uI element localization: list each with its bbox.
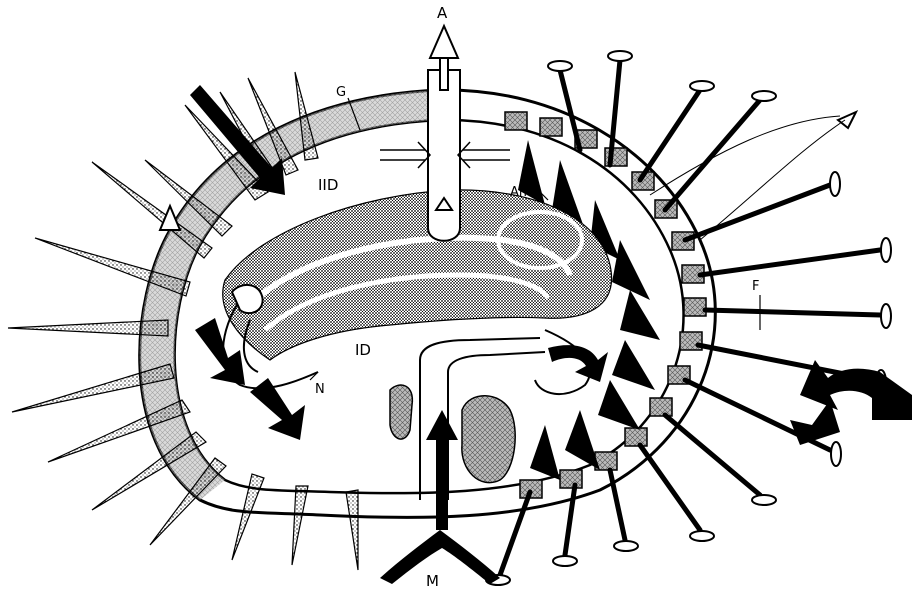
label-lower-chamber: ID bbox=[355, 341, 371, 359]
label-plate: Am bbox=[510, 185, 532, 200]
central-tube bbox=[428, 70, 460, 241]
label-filament: F bbox=[752, 279, 759, 294]
label-top-arrow: A bbox=[437, 4, 448, 22]
label-bottom-arrow: M bbox=[426, 572, 439, 588]
label-segment: G bbox=[336, 85, 346, 100]
label-canal: N bbox=[315, 382, 325, 397]
label-upper-chamber: IID bbox=[318, 176, 338, 194]
upper-right-lines bbox=[650, 116, 845, 240]
